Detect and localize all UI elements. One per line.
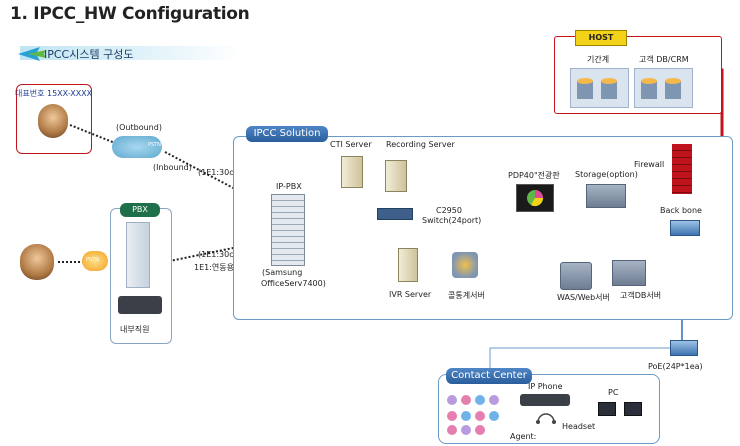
backbone-label: Back bone	[660, 206, 702, 215]
backbone-switch-icon	[670, 220, 700, 236]
trunk-label-top: (1E1:30ch	[198, 168, 239, 177]
page-title: 1. IPCC_HW Configuration	[10, 4, 250, 24]
trunk-label-bottom-2: 1E1:연동용)	[194, 263, 238, 272]
pdp-label: PDP40"전광판	[508, 171, 560, 180]
was-server-label: WAS/Web서버	[557, 293, 610, 302]
customer-avatar	[38, 104, 68, 138]
pbx-cabinet-icon	[126, 222, 150, 288]
pc-icon-1	[598, 402, 616, 416]
customer-db-server-label: 고객DB서버	[620, 291, 662, 300]
agent-label: Agent:	[510, 432, 537, 441]
contact-center-label: Contact Center	[446, 368, 532, 384]
poe-label: PoE(24P*1ea)	[648, 362, 703, 371]
internal-staff-label: 내부직원	[120, 325, 150, 334]
storage-label: Storage(option)	[575, 170, 638, 179]
host-label: HOST	[575, 30, 627, 46]
cti-server-icon	[341, 156, 363, 188]
trunk-label-bottom-1: (1E1:30ch	[198, 250, 239, 259]
ip-pbx-rack-icon	[271, 194, 305, 266]
pbx-label: PBX	[120, 203, 160, 217]
pstn-cloud-outbound	[112, 136, 162, 158]
cti-server-label: CTI Server	[330, 140, 372, 149]
firewall-icon	[672, 144, 692, 194]
pc-label: PC	[608, 388, 619, 397]
outbound-label: (Outbound)	[116, 123, 162, 132]
pstn-label-top: PSTN	[148, 142, 161, 148]
recording-server-label: Recording Server	[386, 140, 455, 149]
call-stats-server-label: 콜통계서버	[448, 291, 485, 300]
pbx-model-2: OfficeServ7400)	[261, 279, 326, 288]
agent-group-icon	[444, 392, 504, 436]
inbound-label: (Inbound)	[153, 163, 192, 172]
storage-icon	[586, 184, 626, 208]
call-stats-server-icon	[452, 252, 478, 278]
poe-switch-icon	[670, 340, 698, 356]
headset-label: Headset	[562, 422, 596, 431]
customer-db-server-icon	[612, 260, 646, 286]
recording-switch-icon	[377, 208, 413, 220]
recording-server-icon	[385, 160, 407, 192]
ip-phone-label: IP Phone	[528, 382, 563, 391]
ip-phone-icon	[520, 394, 570, 406]
ipcc-solution-panel	[233, 136, 733, 320]
pstn-cloud-lower	[82, 251, 108, 271]
ivr-server-icon	[398, 248, 418, 282]
subtitle-arrow-icon	[18, 47, 46, 61]
customer-db-crm-server-icon	[634, 68, 693, 108]
ivr-server-label: IVR Server	[389, 290, 432, 299]
subtitle: IPCC시스템 구성도	[44, 48, 134, 61]
host-core-label: 기간계	[587, 55, 610, 64]
pstn-label-lower: PSTN	[86, 257, 99, 263]
firewall-label: Firewall	[634, 160, 665, 169]
customer-avatar-lower	[20, 244, 54, 280]
subtitle-bar	[20, 46, 240, 60]
host-crm-label: 고객 DB/CRM	[639, 55, 689, 64]
pbx-model-1: (Samsung	[262, 268, 303, 277]
switch-label-1: C2950	[436, 206, 462, 215]
headset-icon	[534, 410, 566, 424]
switch-label-2: Switch(24port)	[422, 216, 482, 225]
ipcc-solution-label: IPCC Solution	[246, 126, 328, 142]
pc-icon-2	[624, 402, 642, 416]
representative-number-box	[16, 84, 92, 154]
ip-pbx-label: IP-PBX	[276, 182, 302, 191]
core-system-server-icon	[570, 68, 629, 108]
contact-center-panel	[438, 374, 660, 444]
desk-phone-icon	[118, 296, 162, 314]
pdp-display-icon	[516, 184, 554, 212]
representative-number: 대표번호 15XX-XXXX	[15, 89, 93, 98]
was-server-icon	[560, 262, 592, 290]
